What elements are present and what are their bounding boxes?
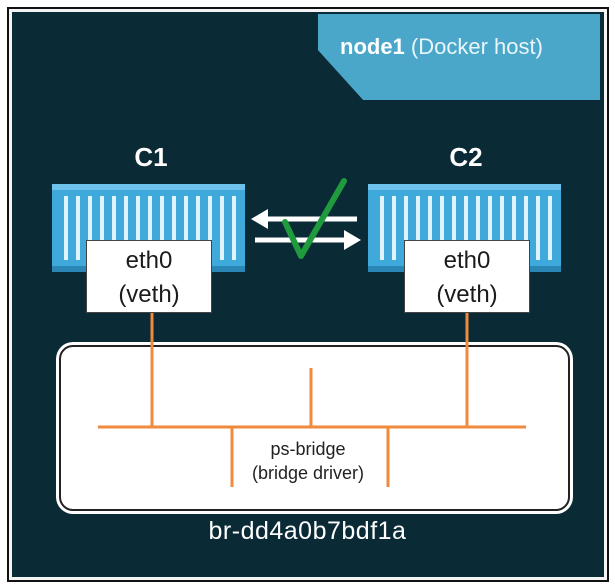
container-c2-name: C2 <box>449 142 483 172</box>
c2-interface-name: eth0 <box>443 247 491 274</box>
container-c1-name: C1 <box>134 142 168 172</box>
host-tab <box>318 14 600 100</box>
host-description: (Docker host) <box>410 34 543 59</box>
host-name: node1 <box>340 34 405 59</box>
bridge-name: ps-bridge <box>270 439 346 459</box>
c2-interface-type: (veth) <box>436 281 498 308</box>
bridge-device-name: br-dd4a0b7bdf1a <box>208 517 407 545</box>
check-icon <box>282 178 347 259</box>
bridge-label: ps-bridge (bridge driver) <box>232 437 384 485</box>
c1-interface-name: eth0 <box>125 247 173 274</box>
bridge-wires <box>98 313 526 487</box>
bidirectional-arrows-icon <box>251 209 361 250</box>
c2-interface-box: eth0 (veth) <box>404 240 530 313</box>
c1-interface-box: eth0 (veth) <box>86 240 212 313</box>
c1-interface-type: (veth) <box>118 281 180 308</box>
host-label: node1 (Docker host) <box>340 34 543 60</box>
bridge-driver: (bridge driver) <box>251 463 365 483</box>
